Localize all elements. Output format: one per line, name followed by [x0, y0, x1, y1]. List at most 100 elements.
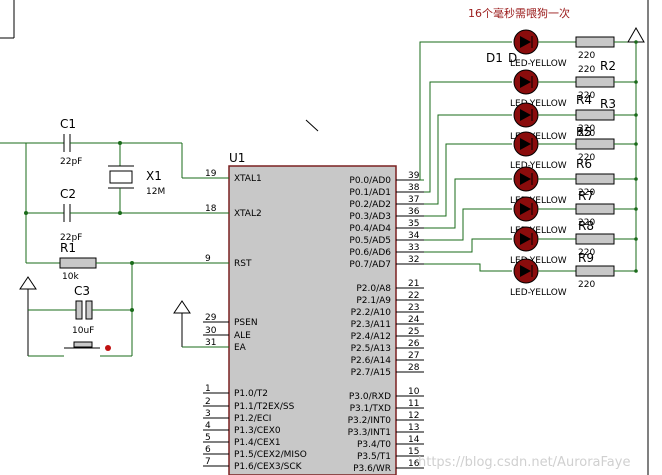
- pin-number: 26: [408, 339, 420, 349]
- pin-name: P2.3/A11: [351, 320, 391, 330]
- resistor-value: 220: [578, 153, 595, 163]
- oscillator-circuit: C1 22pF X1 12M C2 22pF: [0, 117, 229, 263]
- led-ref-d: D: [508, 51, 517, 65]
- pin-number: 23: [408, 303, 419, 313]
- pin-number: 1: [205, 384, 211, 394]
- pin-name: PSEN: [234, 318, 258, 328]
- x1-ref: X1: [146, 169, 162, 183]
- pin-number: 24: [408, 315, 420, 325]
- resistor-icon: [575, 138, 615, 150]
- pin-name: P1.1/T2EX/SS: [234, 402, 295, 412]
- pin-number: 28: [408, 363, 420, 373]
- r1-value: 10k: [62, 272, 79, 282]
- resistor-value: 220: [578, 91, 595, 101]
- resistor-ref: R5: [576, 125, 592, 139]
- pin-number: 39: [408, 171, 420, 181]
- c1-ref: C1: [60, 117, 76, 131]
- pin-number: 33: [408, 243, 419, 253]
- pin-name: ALE: [234, 331, 251, 341]
- pin-name: P1.5/CEX2/MISO: [234, 450, 307, 460]
- r1-ref: R1: [60, 241, 76, 255]
- pin-number: 27: [408, 351, 419, 361]
- pin-name: P1.6/CEX3/SCK: [234, 462, 303, 472]
- pin-name: P2.6/A14: [351, 356, 392, 366]
- resistor-ref: R8: [578, 219, 594, 233]
- pin-number: 37: [408, 195, 419, 205]
- pin-name: P0.4/AD4: [349, 224, 391, 234]
- pin-number: 15: [408, 447, 419, 457]
- led-label: LED-YELLOW: [510, 132, 567, 142]
- pin-number: 31: [205, 338, 216, 348]
- resistor-ref: R2: [600, 59, 616, 73]
- resistor-icon: [575, 233, 615, 245]
- led-label: LED-YELLOW: [510, 196, 567, 206]
- pin-name: P0.5/AD5: [349, 236, 391, 246]
- pin-number: 7: [205, 457, 211, 467]
- pin-name: P0.3/AD3: [349, 212, 391, 222]
- c3-value: 10uF: [72, 326, 94, 336]
- pin-name: P0.6/AD6: [349, 248, 391, 258]
- pin-name: P2.5/A13: [351, 344, 391, 354]
- pin-number: 30: [205, 326, 217, 336]
- pin-name: P1.0/T2: [234, 389, 268, 399]
- pin-number: 12: [408, 411, 419, 421]
- diagram-note: 16个毫秒需喂狗一次: [468, 6, 570, 20]
- resistor-ref: R6: [576, 157, 592, 171]
- pin-name: P2.4/A12: [351, 332, 391, 342]
- resistor-icon: [575, 36, 615, 48]
- resistor-value: 220: [578, 280, 595, 290]
- pin-number: 38: [408, 183, 420, 193]
- led-label: LED-YELLOW: [510, 59, 567, 69]
- pin-name: P3.6/WR: [353, 464, 391, 474]
- watermark: https://blog.csdn.net/AuroraFaye: [418, 455, 630, 470]
- pin-number: 19: [205, 169, 217, 179]
- vcc-arrow-icon: [627, 26, 645, 43]
- pin-number: 11: [408, 399, 419, 409]
- pin-number: 4: [205, 421, 211, 431]
- pin-name: XTAL1: [234, 174, 262, 184]
- resistor-icon: [575, 109, 615, 121]
- pin-number: 21: [408, 279, 419, 289]
- pin-number: 14: [408, 435, 420, 445]
- resistor-icon: [575, 173, 615, 185]
- resistor-icon: [575, 76, 615, 88]
